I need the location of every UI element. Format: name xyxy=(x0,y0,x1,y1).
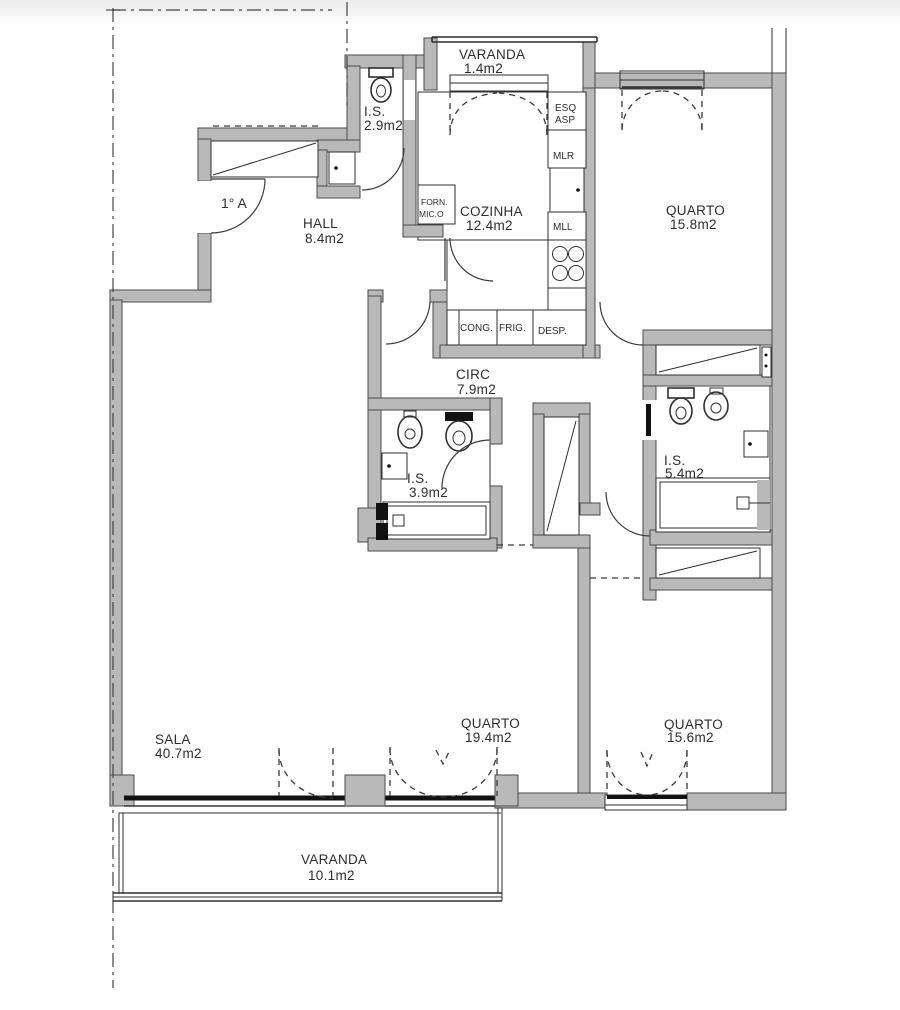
kitchen-balcony-opening xyxy=(449,74,549,92)
label-asp: ASP xyxy=(555,115,575,126)
label-forn: FORN. xyxy=(421,197,447,207)
window-sill-south xyxy=(124,795,500,807)
room-label-hall: HALL xyxy=(303,216,338,231)
fridge-icon xyxy=(549,167,585,213)
french-door-quarto-158 xyxy=(621,90,703,131)
radiator-icon xyxy=(761,346,772,378)
bathtub-icon xyxy=(376,501,491,540)
fixtures xyxy=(328,67,772,540)
room-area-hall: 8.4m2 xyxy=(305,231,344,246)
closet-icon xyxy=(543,416,580,536)
room-labels: VARANDA 1.4m2 I.S. 2.9m2 QUARTO 15.8m2 H… xyxy=(155,47,725,883)
room-area-quarto-158: 15.8m2 xyxy=(670,217,717,232)
kitchen-lower-cabinets xyxy=(446,309,587,346)
window-quarto-158 xyxy=(619,70,705,90)
room-label-sala: SALA xyxy=(155,732,191,747)
room-area-cozinha: 12.4m2 xyxy=(466,218,513,233)
bathtub-icon xyxy=(655,477,771,533)
kitchen-appliances xyxy=(417,91,587,346)
top-shade xyxy=(0,0,900,26)
door-openings xyxy=(197,80,657,440)
window-sill-quarto-156 xyxy=(604,794,688,811)
kitchen-labels: ESQ ASP MLR MLL DESP. CONG. FRIG. FORN. … xyxy=(419,103,576,337)
room-label-quarto-194: QUARTO xyxy=(461,716,520,731)
door-is39 xyxy=(441,439,491,489)
room-area-quarto-156: 15.6m2 xyxy=(667,730,714,745)
entrance-door xyxy=(210,178,266,234)
washer-mll xyxy=(547,211,587,241)
closets xyxy=(210,140,761,579)
bath-54-door-leaf xyxy=(646,404,651,436)
folding-door-kitchen-balcony xyxy=(449,92,548,136)
room-area-circ: 7.9m2 xyxy=(457,382,496,397)
unit-label: 1° A xyxy=(221,195,248,211)
pier-center xyxy=(344,774,386,807)
pier-right xyxy=(494,774,519,807)
label-frig: FRIG. xyxy=(499,323,526,334)
door-circ xyxy=(385,301,431,345)
stove-icon xyxy=(547,239,587,289)
room-label-is-39: I.S. xyxy=(407,471,428,486)
label-mll: MLL xyxy=(553,222,573,233)
door-is29 xyxy=(361,147,405,191)
closet-icon xyxy=(210,140,319,178)
room-label-quarto-156: QUARTO xyxy=(664,717,723,732)
closet-icon xyxy=(655,547,761,579)
room-area-is-54: 5.4m2 xyxy=(665,466,704,481)
balcony-rail-bottom xyxy=(112,807,503,902)
room-area-is-39: 3.9m2 xyxy=(409,485,448,500)
room-area-sala: 40.7m2 xyxy=(155,746,202,761)
washer-mlr xyxy=(547,129,587,169)
door-arcs xyxy=(210,147,651,537)
label-cong: CONG. xyxy=(460,323,493,334)
sink-icon xyxy=(328,151,356,185)
room-area-quarto-194: 19.4m2 xyxy=(465,730,512,745)
balcony-rail-top xyxy=(431,36,598,43)
extractor-cabinet xyxy=(547,91,587,131)
label-esq: ESQ xyxy=(555,103,576,114)
boundary-lines xyxy=(106,2,787,988)
french-door-sala xyxy=(278,748,334,799)
label-mico: MIC.O xyxy=(419,209,444,219)
room-label-quarto-158: QUARTO xyxy=(666,203,725,218)
door-hall-bedrooms xyxy=(605,491,651,537)
room-label-is-29: I.S. xyxy=(364,104,385,119)
door-quarto-158 xyxy=(599,301,644,346)
room-area-varanda-bottom: 10.1m2 xyxy=(308,868,355,883)
bidet-icon xyxy=(703,387,729,421)
sink-icon xyxy=(743,430,769,458)
toilet-icon xyxy=(667,387,695,425)
french-door-quarto-194 xyxy=(389,747,498,798)
room-label-varanda-top: VARANDA xyxy=(459,47,525,62)
shower-fitting xyxy=(376,503,388,520)
toilet-icon xyxy=(368,67,394,103)
room-area-varanda-top: 1.4m2 xyxy=(464,61,503,76)
room-label-is-54: I.S. xyxy=(664,453,685,468)
sink-icon xyxy=(381,452,408,480)
bidet-icon xyxy=(397,410,423,449)
room-label-varanda-bottom: VARANDA xyxy=(301,852,367,867)
label-mlr: MLR xyxy=(553,151,574,162)
door-kitchen xyxy=(444,237,494,282)
room-label-circ: CIRC xyxy=(456,367,490,382)
label-desp: DESP. xyxy=(538,326,567,337)
french-door-quarto-156 xyxy=(606,750,688,796)
room-area-is-29: 2.9m2 xyxy=(364,118,403,133)
oven-microwave-icon xyxy=(417,184,456,225)
railings-windows xyxy=(112,36,705,902)
closet-icon xyxy=(655,344,761,376)
dashed-elements xyxy=(213,90,703,799)
room-label-cozinha: COZINHA xyxy=(460,204,523,219)
